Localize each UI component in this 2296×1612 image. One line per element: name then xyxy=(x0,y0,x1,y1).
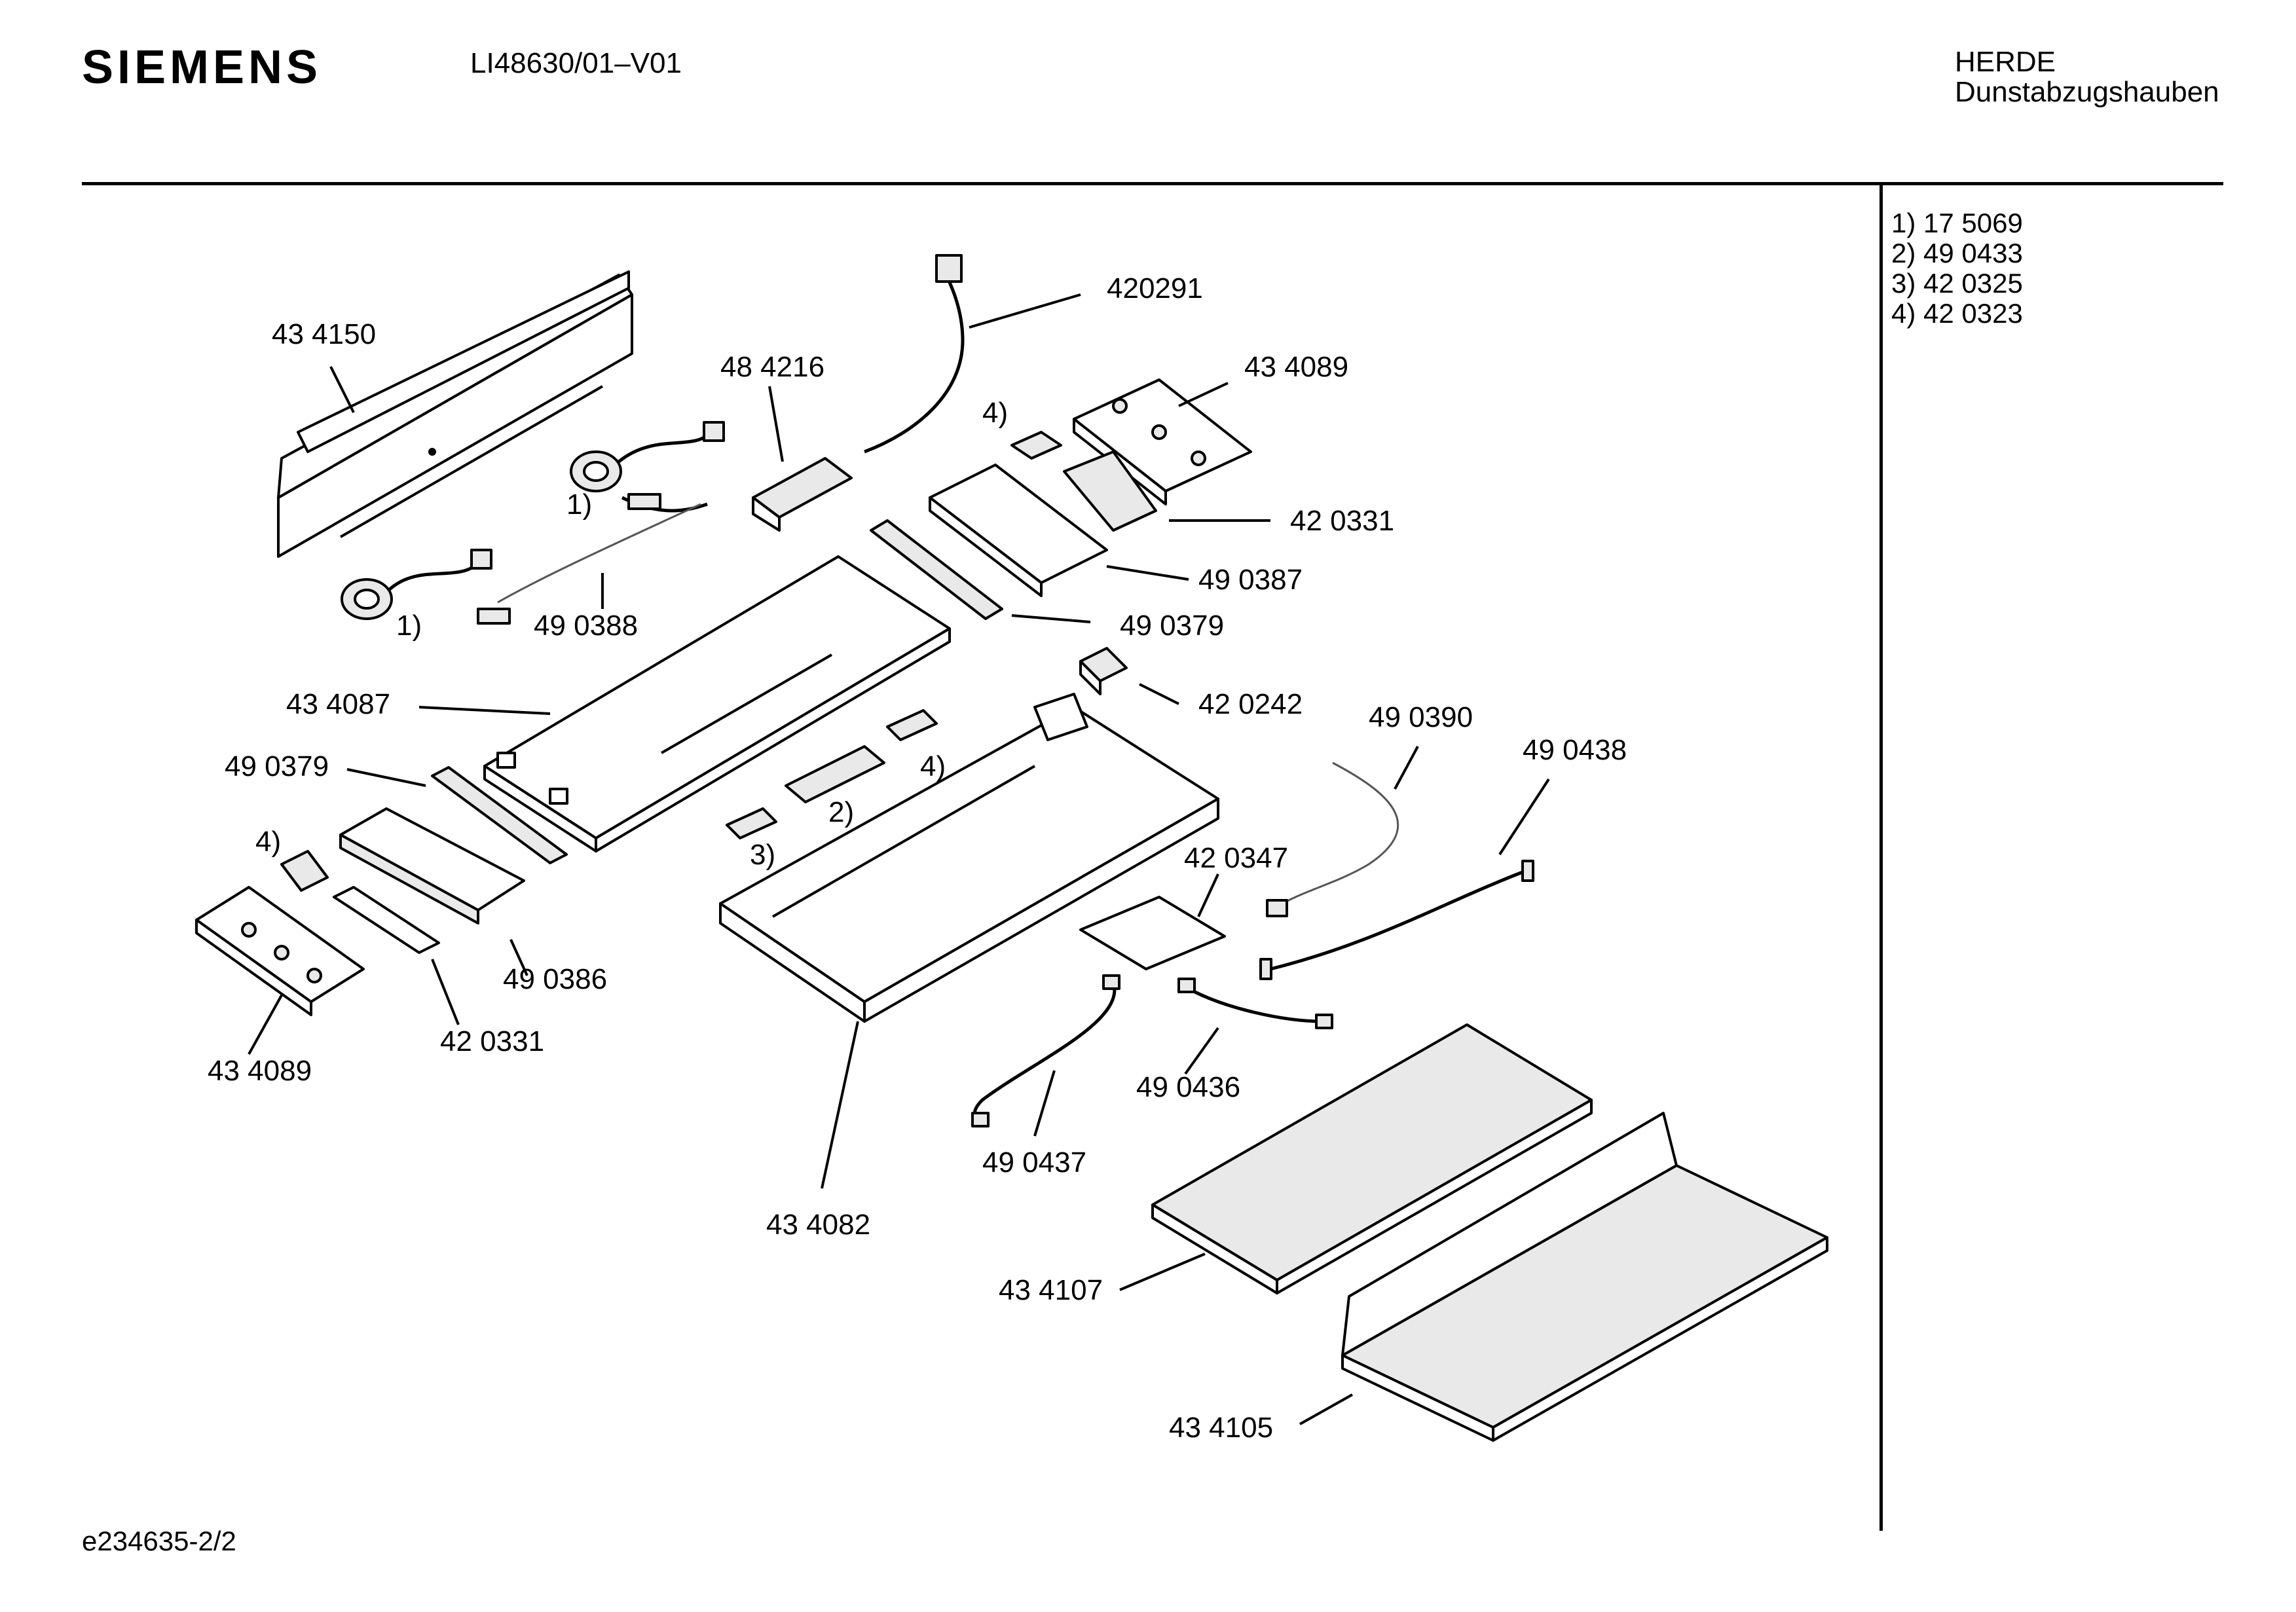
part-490438-cable xyxy=(1259,860,1534,980)
label-434150: 43 4150 xyxy=(272,318,376,350)
label-490386: 49 0386 xyxy=(503,963,607,995)
legend-item: 4) 42 0323 xyxy=(1891,298,2023,329)
legend-item: 3) 42 0325 xyxy=(1891,268,2023,299)
label-490379-left: 49 0379 xyxy=(225,750,329,782)
part-lamp-1 xyxy=(341,549,492,620)
label-420291: 420291 xyxy=(1107,272,1203,304)
part-434089-bottom-bracket xyxy=(195,886,365,1016)
leader-lines xyxy=(248,293,1550,1425)
part-490388-cable xyxy=(477,503,701,625)
part-434087-cover xyxy=(483,555,951,852)
category-subtitle: Dunstabzugshauben xyxy=(1955,76,2219,108)
note-marker-4c: 4) xyxy=(255,826,281,858)
part-420291-cable xyxy=(864,254,965,454)
legend: 1) 17 5069 2) 49 0433 3) 42 0325 4) 42 0… xyxy=(1891,208,2023,329)
part-490379-top-strip xyxy=(870,519,1003,620)
label-484216: 48 4216 xyxy=(720,351,824,383)
part-420347-board xyxy=(1079,896,1226,970)
drawing-reference: e234635-2/2 xyxy=(82,1526,236,1556)
part-434107-filter xyxy=(1151,1023,1593,1294)
part-434105-filter xyxy=(1341,1112,1828,1442)
label-434107: 43 4107 xyxy=(999,1274,1103,1306)
part-490387-board xyxy=(929,464,1108,597)
label-490438: 49 0438 xyxy=(1523,734,1627,766)
label-420331-bottom: 42 0331 xyxy=(440,1025,544,1057)
part-420242-switch xyxy=(1079,647,1128,695)
label-434082: 43 4082 xyxy=(766,1209,870,1241)
part-490390-cable xyxy=(1266,761,1399,917)
part-clip-left xyxy=(280,850,329,892)
part-420331-bottom-strip xyxy=(333,886,440,954)
legend-item: 1) 17 5069 xyxy=(1891,208,2023,238)
label-490436: 49 0436 xyxy=(1136,1071,1240,1103)
part-434150-rail xyxy=(277,270,633,558)
label-434089-bottom: 43 4089 xyxy=(208,1055,312,1087)
part-490386-board xyxy=(339,807,525,925)
label-490387: 49 0387 xyxy=(1198,564,1303,596)
note-marker-1a: 1) xyxy=(396,610,422,642)
label-490390: 49 0390 xyxy=(1369,701,1473,733)
part-lamp-2 xyxy=(570,421,725,513)
brand-logo: SIEMENS xyxy=(82,41,322,94)
label-490379-top: 49 0379 xyxy=(1120,610,1224,642)
part-434082-housing xyxy=(719,693,1219,1023)
label-434105: 43 4105 xyxy=(1169,1412,1273,1444)
part-490437-cable xyxy=(971,974,1120,1127)
label-490437: 49 0437 xyxy=(982,1146,1086,1179)
part-484216-transformer xyxy=(752,457,853,532)
label-420347: 42 0347 xyxy=(1184,842,1288,874)
category-title: HERDE xyxy=(1955,46,2056,78)
part-490379-left-strip xyxy=(431,766,568,864)
note-marker-1b: 1) xyxy=(566,488,592,521)
label-420331-top: 42 0331 xyxy=(1290,505,1394,537)
legend-divider xyxy=(1879,182,1883,1531)
header-divider xyxy=(82,182,2223,185)
label-420242: 42 0242 xyxy=(1198,688,1303,720)
label-434087: 43 4087 xyxy=(286,688,390,720)
note-marker-4b: 4) xyxy=(920,750,946,782)
note-marker-4a: 4) xyxy=(982,397,1008,429)
part-clip-top xyxy=(1010,431,1157,532)
note-marker-3: 3) xyxy=(750,839,775,871)
part-clip-middle xyxy=(726,709,938,839)
model-number: LI48630/01–V01 xyxy=(470,47,682,79)
label-490388: 49 0388 xyxy=(534,610,638,642)
part-490436-cable xyxy=(1177,978,1333,1029)
note-marker-2: 2) xyxy=(828,796,854,828)
legend-item: 2) 49 0433 xyxy=(1891,238,2023,268)
label-434089-top: 43 4089 xyxy=(1244,351,1348,383)
